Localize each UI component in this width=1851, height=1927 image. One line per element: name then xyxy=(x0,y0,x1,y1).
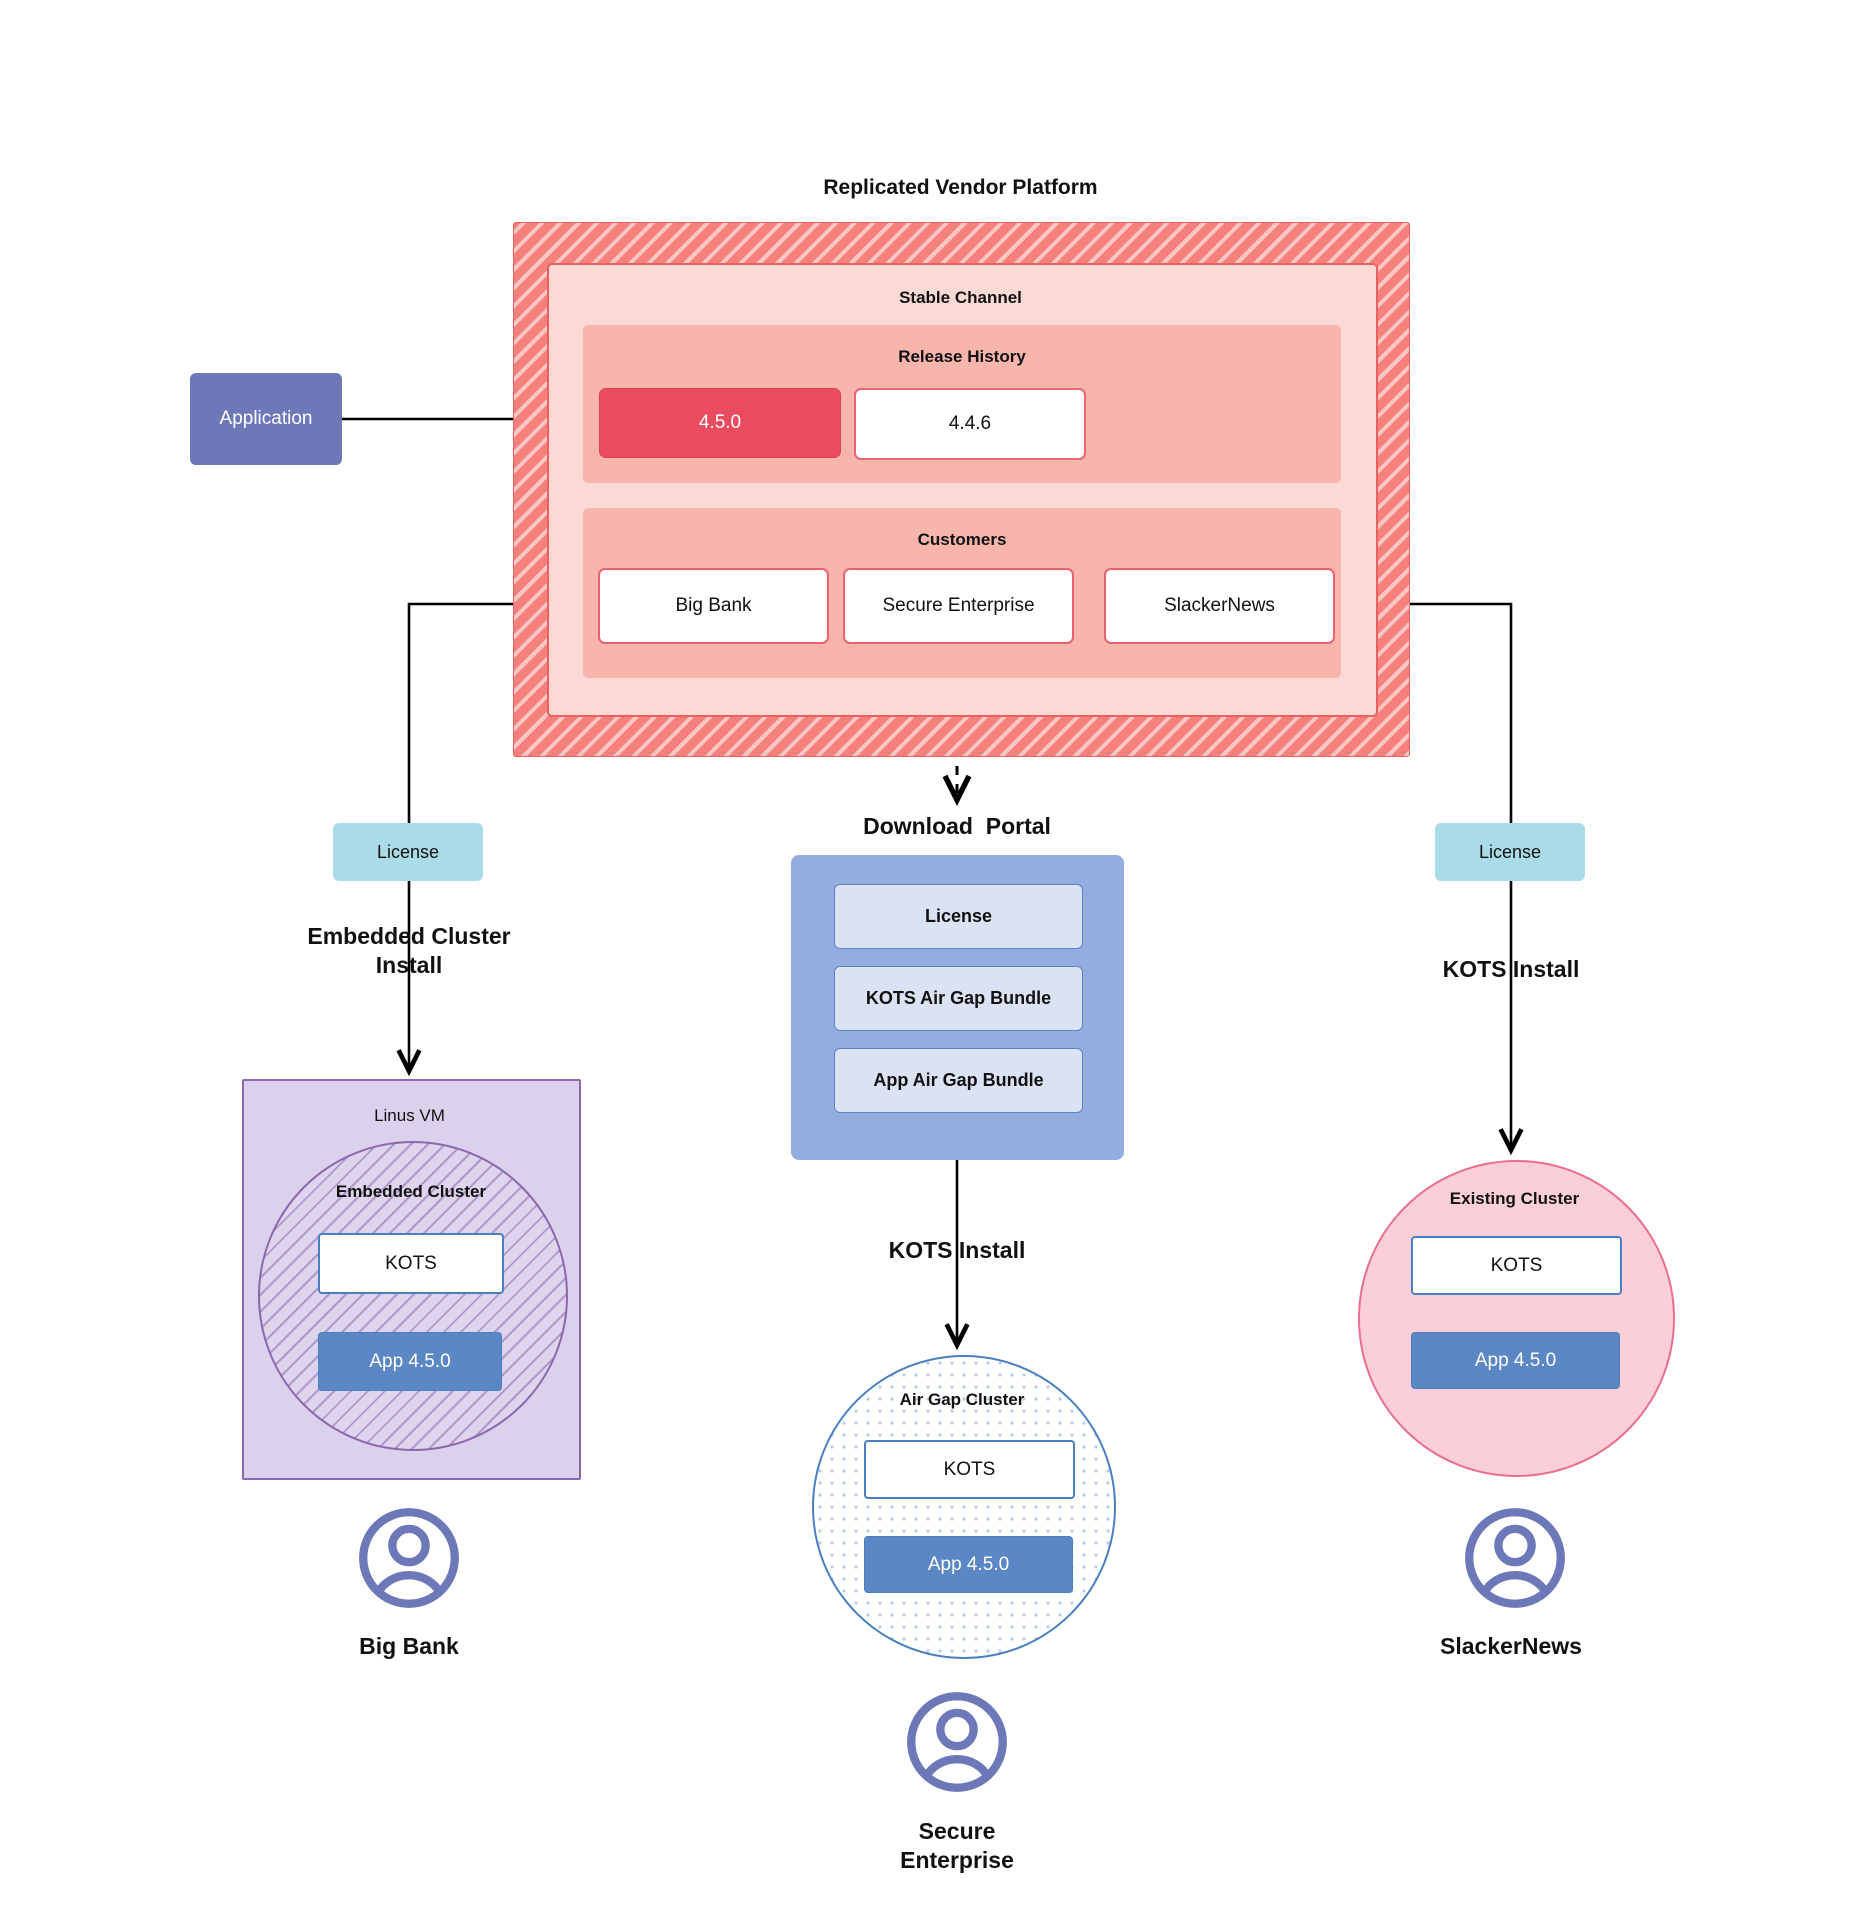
embedded-kots-box[interactable]: KOTS xyxy=(318,1233,504,1294)
license-label: License xyxy=(1478,841,1542,862)
customer-name: SlackerNews xyxy=(1164,595,1275,617)
flow-label-embedded-cluster-install: Embedded Cluster Install xyxy=(307,923,511,979)
portal-item-label: App Air Gap Bundle xyxy=(873,1070,1044,1090)
customers-label: Customers xyxy=(917,530,1007,549)
embedded-cluster-label: Embedded Cluster xyxy=(335,1182,487,1201)
customer-card-secure-enterprise[interactable]: Secure Enterprise xyxy=(843,568,1074,644)
customer-name: Big Bank xyxy=(675,595,752,617)
persona-label-secure-enterprise: Secure Enterprise xyxy=(900,1818,1014,1874)
embedded-app-box[interactable]: App 4.5.0 xyxy=(318,1332,502,1391)
air-gap-cluster-label: Air Gap Cluster xyxy=(899,1390,1025,1409)
release-history-label: Release History xyxy=(898,347,1026,366)
user-avatar-icon xyxy=(359,1508,459,1608)
airgap-kots-box[interactable]: KOTS xyxy=(864,1440,1075,1499)
kots-label: KOTS xyxy=(943,1458,996,1480)
customer-card-slackernews[interactable]: SlackerNews xyxy=(1104,568,1335,644)
air-gap-cluster-circle xyxy=(812,1355,1116,1659)
portal-item-label: KOTS Air Gap Bundle xyxy=(865,988,1052,1008)
release-version: 4.4.6 xyxy=(948,413,992,434)
existing-app-box[interactable]: App 4.5.0 xyxy=(1411,1332,1620,1389)
existing-kots-box[interactable]: KOTS xyxy=(1411,1236,1622,1295)
application-node[interactable]: Application xyxy=(190,373,342,465)
license-chip-left[interactable]: License xyxy=(333,823,483,881)
app-label: App 4.5.0 xyxy=(369,1350,451,1372)
license-chip-right[interactable]: License xyxy=(1435,823,1585,881)
flow-label-kots-install-center: KOTS Install xyxy=(888,1237,1026,1263)
release-card-previous[interactable]: 4.4.6 xyxy=(854,388,1086,460)
customer-card-big-bank[interactable]: Big Bank xyxy=(598,568,829,644)
release-card-current[interactable]: 4.5.0 xyxy=(599,388,841,458)
app-label: App 4.5.0 xyxy=(927,1553,1010,1575)
release-version: 4.5.0 xyxy=(698,412,742,433)
portal-item-kots-air-gap-bundle[interactable]: KOTS Air Gap Bundle xyxy=(834,966,1083,1031)
persona-label-slackernews: SlackerNews xyxy=(1440,1633,1582,1659)
license-label: License xyxy=(376,841,440,862)
stable-channel-label: Stable Channel xyxy=(899,288,1022,307)
airgap-app-box[interactable]: App 4.5.0 xyxy=(864,1536,1073,1593)
portal-item-label: License xyxy=(924,906,993,926)
existing-cluster-label: Existing Cluster xyxy=(1449,1189,1580,1208)
application-label: Application xyxy=(219,408,313,429)
user-avatar-icon xyxy=(1465,1508,1565,1608)
kots-label: KOTS xyxy=(385,1252,437,1274)
user-avatar-icon xyxy=(907,1692,1007,1792)
existing-cluster-circle xyxy=(1358,1160,1675,1477)
kots-label: KOTS xyxy=(1490,1254,1543,1276)
linux-vm-label: Linus VM xyxy=(374,1106,445,1125)
portal-item-app-air-gap-bundle[interactable]: App Air Gap Bundle xyxy=(834,1048,1083,1113)
persona-label-big-bank: Big Bank xyxy=(359,1633,459,1659)
embedded-cluster-circle xyxy=(258,1141,568,1451)
page-title: Replicated Vendor Platform xyxy=(823,176,1098,199)
app-label: App 4.5.0 xyxy=(1474,1349,1557,1371)
flow-label-kots-install-right: KOTS Install xyxy=(1442,956,1580,982)
customer-name: Secure Enterprise xyxy=(882,595,1035,617)
portal-item-license[interactable]: License xyxy=(834,884,1083,949)
download-portal-title: Download Portal xyxy=(863,813,1051,839)
